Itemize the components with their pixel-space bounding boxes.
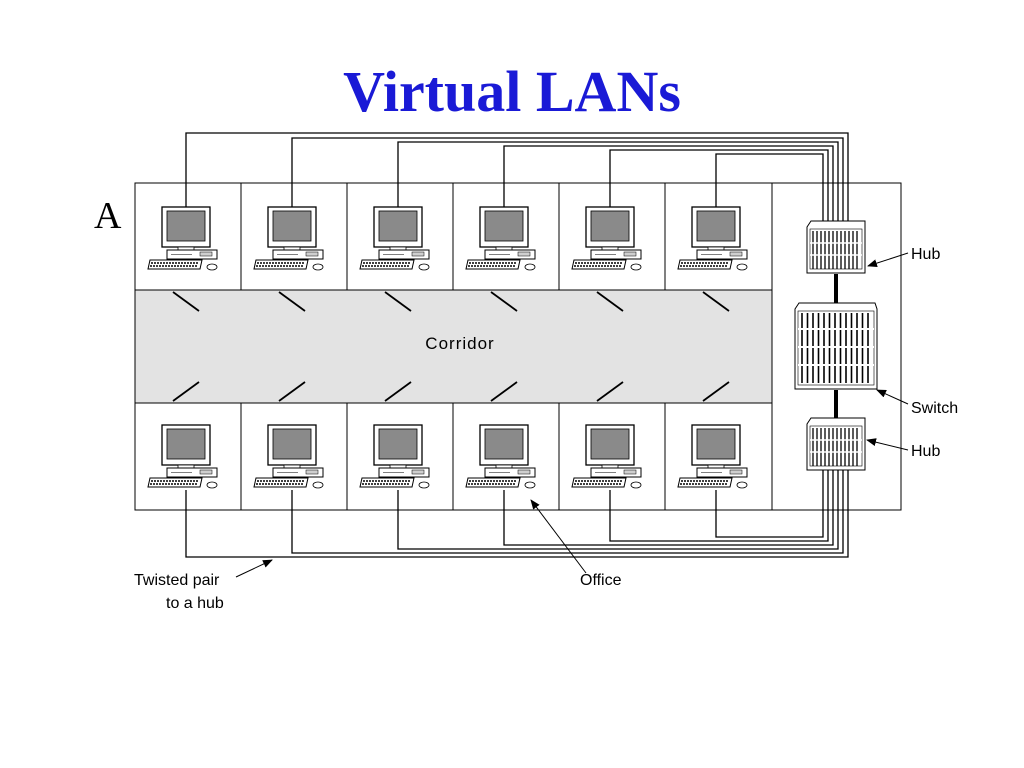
hub-label-bottom: Hub [911, 443, 940, 460]
switch-device-icon [794, 302, 878, 390]
office-doors [172, 291, 730, 402]
switch-label: Switch [911, 400, 958, 417]
office-walls [240, 183, 666, 510]
cables-top [185, 132, 849, 222]
cables-bottom [185, 470, 849, 558]
slide-title: Virtual LANs [343, 59, 681, 124]
hub-label-top: Hub [911, 246, 940, 263]
twisted-pair-label-line1: Twisted pair [134, 572, 220, 589]
callout-arrows [235, 252, 909, 578]
building-marker: A [94, 195, 122, 237]
hub-device-icon [806, 220, 866, 274]
twisted-pair-label-line2: to a hub [166, 595, 224, 612]
hub-device-icon [806, 417, 866, 471]
office-label: Office [580, 572, 622, 589]
corridor-label: Corridor [425, 334, 494, 353]
